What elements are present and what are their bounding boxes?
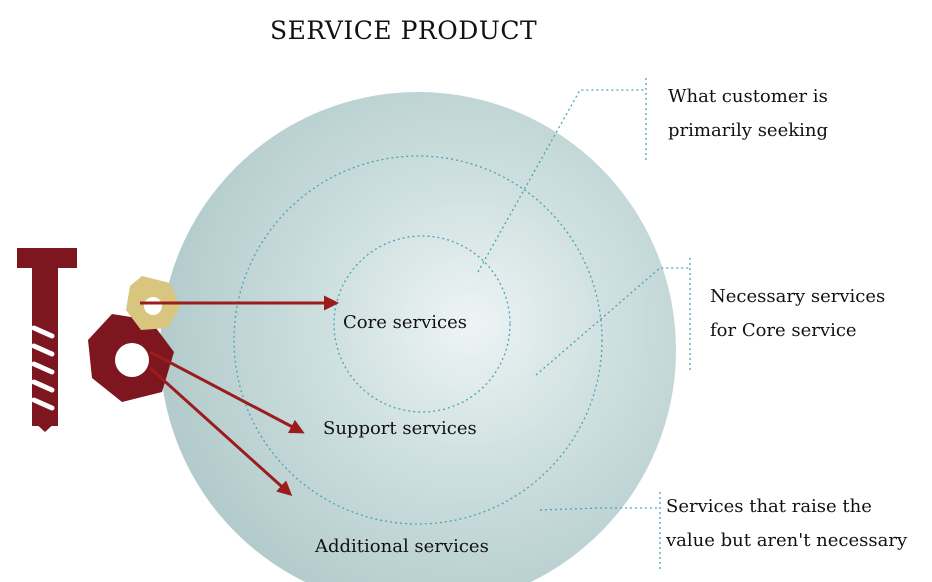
support-annotation-line-2: for Core service [710, 320, 857, 341]
support-arrow [149, 350, 305, 434]
support-services-label: Support services [323, 418, 477, 439]
core-annotation-line-1: What customer is [668, 86, 828, 107]
additional-services-label: Additional services [315, 536, 489, 557]
diagram-title: SERVICE PRODUCT [270, 16, 538, 45]
core-services-label: Core services [343, 312, 467, 333]
core-annotation: What customer is primarily seeking [668, 80, 828, 148]
outer-circle [160, 92, 676, 582]
support-annotation-line-1: Necessary services [710, 286, 886, 307]
support-ring [233, 155, 603, 525]
large-nut-icon [88, 314, 174, 402]
additional-annotation: Services that raise the value but aren't… [666, 490, 907, 558]
support-annotation: Necessary services for Core service [710, 280, 885, 348]
core-annotation-line-2: primarily seeking [668, 120, 829, 141]
additional-annotation-line-2: value but aren't necessary [666, 530, 908, 551]
core-ring [333, 235, 511, 413]
screw-icon [17, 248, 77, 432]
additional-leader-line [539, 507, 660, 511]
additional-annotation-line-1: Services that raise the [666, 496, 872, 517]
additional-arrow [148, 366, 293, 497]
